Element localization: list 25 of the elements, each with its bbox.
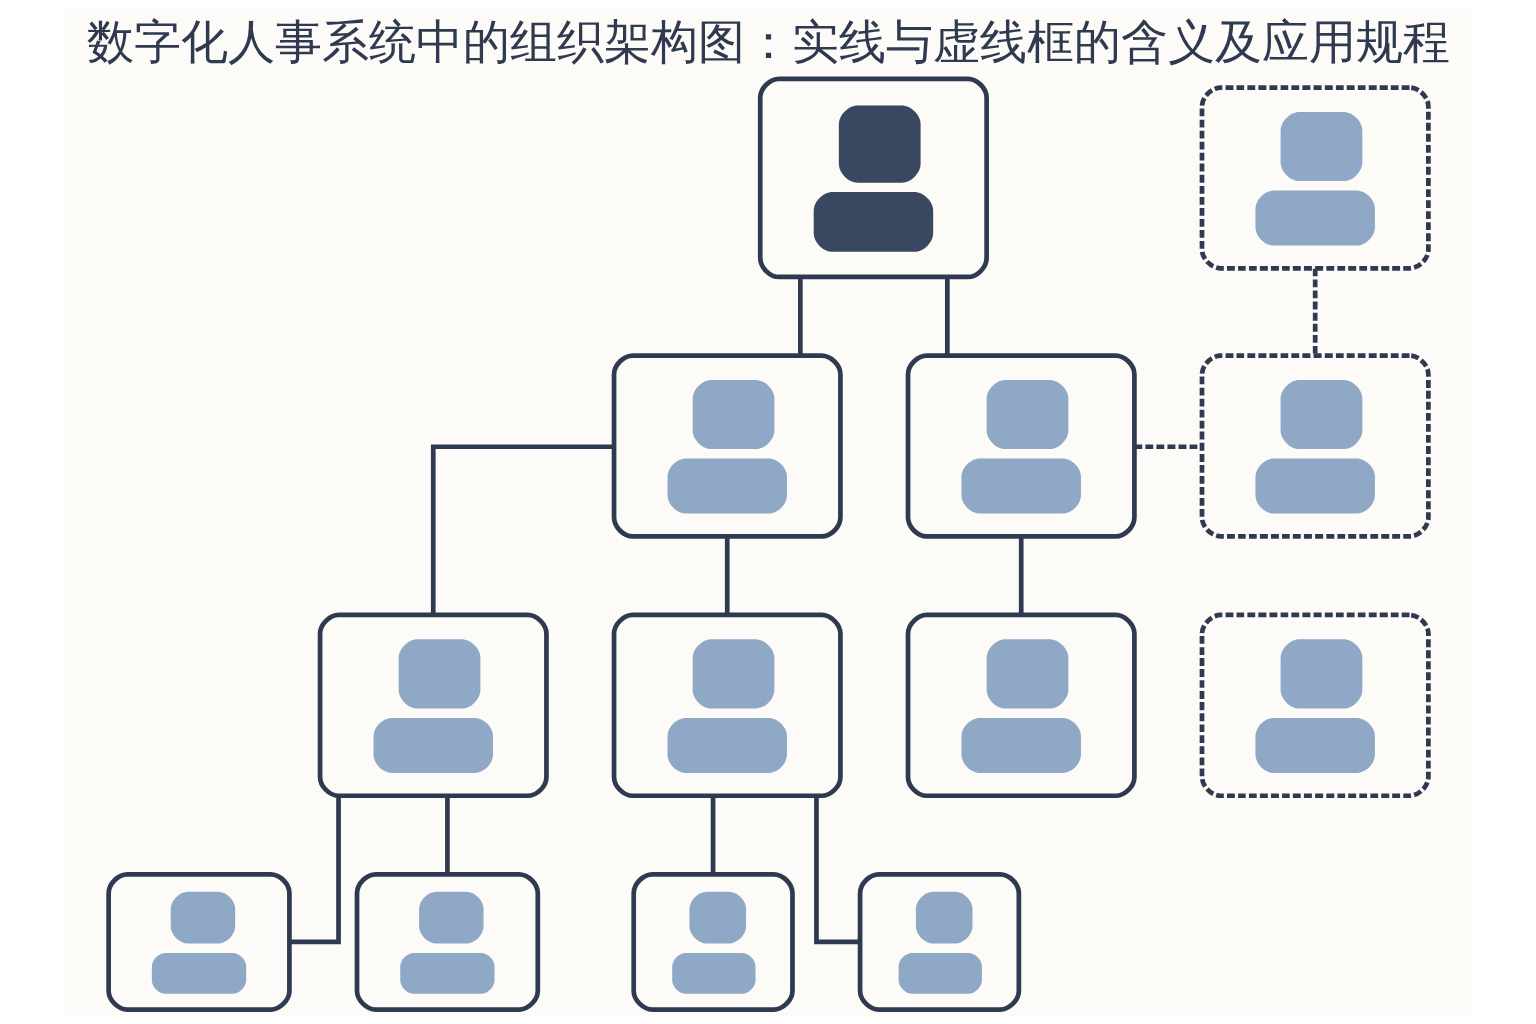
connector (710, 796, 715, 874)
connector (724, 536, 730, 615)
node-person (1199, 85, 1431, 271)
connector (430, 444, 614, 615)
connector (813, 796, 859, 945)
node-person (317, 612, 549, 799)
node-person (611, 353, 843, 539)
node-person (905, 353, 1137, 539)
connector (944, 277, 950, 356)
node-person (630, 872, 795, 1012)
node-person (905, 612, 1137, 799)
node-person (611, 612, 843, 799)
connector (289, 796, 341, 945)
node-person (757, 76, 989, 280)
node-person (1199, 353, 1431, 539)
node-person (857, 872, 1021, 1012)
node-person (105, 872, 292, 1012)
diagram-title: 数字化人事系统中的组织架构图：实线与虚线框的含义及应用规程 (86, 14, 1450, 70)
connector (1312, 268, 1318, 356)
connector (797, 277, 803, 356)
connector (1018, 536, 1024, 615)
node-person (1199, 612, 1431, 799)
node-person (354, 872, 540, 1012)
connector (1133, 444, 1202, 450)
connector (444, 796, 450, 874)
